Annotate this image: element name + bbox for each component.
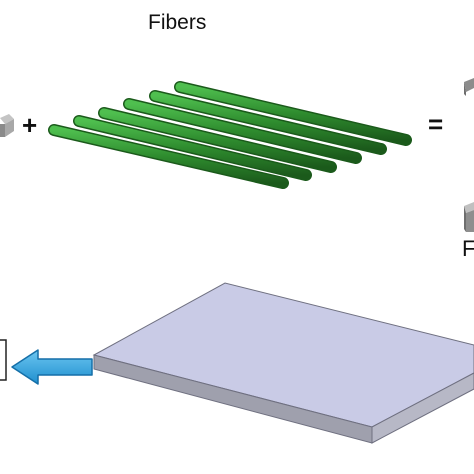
left-arrow-icon — [11, 349, 93, 385]
matrix-block-icon — [0, 114, 14, 137]
composite-plate — [92, 282, 474, 444]
result-piece-top-icon — [464, 78, 474, 96]
plus-sign: + — [22, 110, 38, 140]
equals-sign: = — [428, 109, 444, 139]
fiber-bundle — [48, 81, 412, 189]
fibers-label: Fibers — [148, 11, 207, 34]
clipped-label: F — [462, 236, 474, 261]
result-piece-bottom-icon — [464, 202, 474, 232]
clipped-frame — [0, 339, 7, 381]
